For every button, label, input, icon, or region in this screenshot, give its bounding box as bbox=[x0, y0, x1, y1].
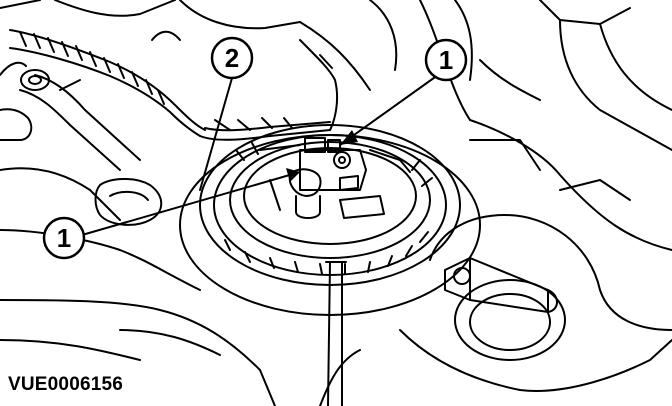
svg-text:1: 1 bbox=[439, 45, 453, 75]
figure-id-label: VUE0006156 bbox=[8, 374, 124, 395]
svg-text:2: 2 bbox=[225, 43, 239, 73]
svg-text:1: 1 bbox=[57, 223, 71, 253]
wiring-harness bbox=[9, 29, 339, 141]
fuel-filter-right bbox=[444, 257, 566, 361]
callout-balloon-2: 2 bbox=[210, 36, 254, 80]
callout-balloon-1-top: 1 bbox=[424, 38, 468, 82]
callout-leaders bbox=[81, 74, 439, 236]
callout-balloon-1-left: 1 bbox=[42, 216, 86, 260]
callout-arrowheads bbox=[286, 130, 358, 182]
lock-ring-tool bbox=[325, 261, 347, 406]
fuel-hose-left bbox=[0, 61, 163, 226]
